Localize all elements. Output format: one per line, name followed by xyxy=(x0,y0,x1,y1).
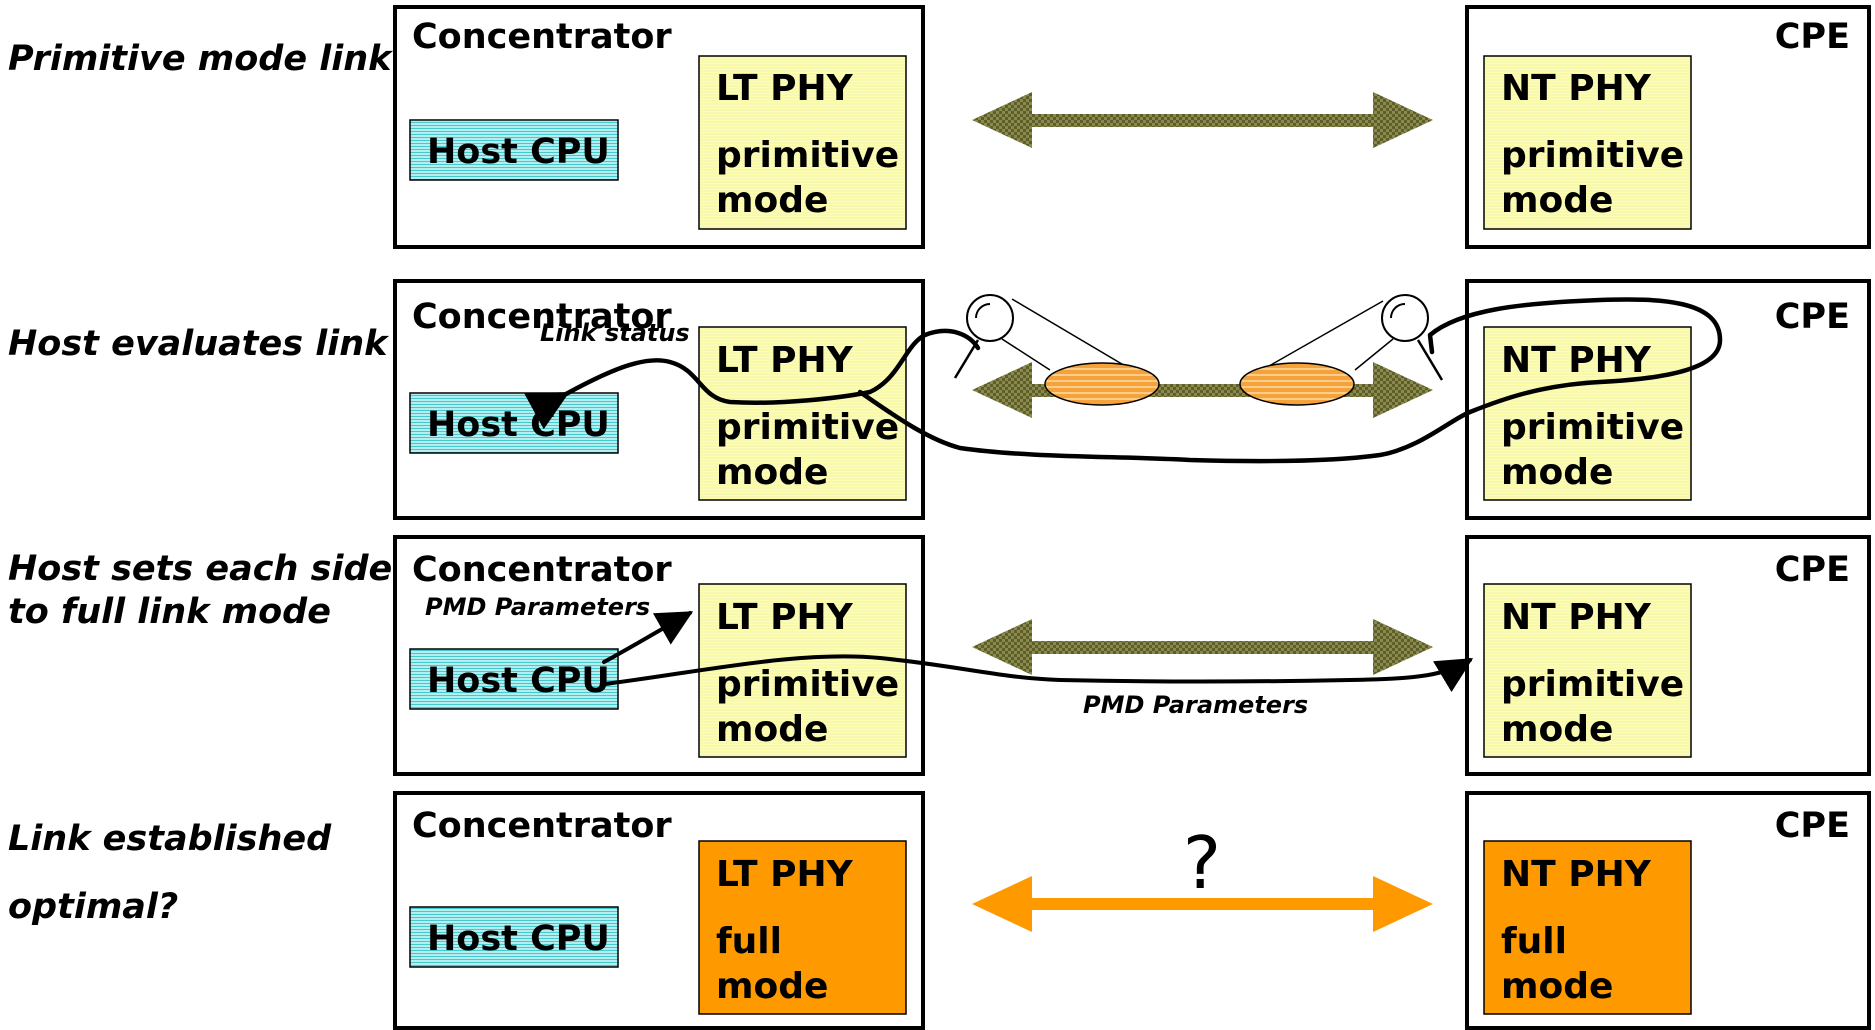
host-cpu-label: Host CPU xyxy=(427,405,610,445)
row-3-label-line-1: Host sets each side xyxy=(8,549,392,589)
nt-phy-mode-line-1: primitive xyxy=(1501,407,1684,448)
lt-phy-box xyxy=(698,326,907,501)
nt-phy-mode-line-2: mode xyxy=(1501,180,1613,221)
pmd-parameters-annotation-left: PMD Parameters xyxy=(425,593,650,621)
pmd-ellipse-right xyxy=(1239,362,1355,406)
lt-phy-mode-line-1: primitive xyxy=(716,407,899,448)
nt-phy-mode-line-2: mode xyxy=(1501,452,1613,493)
nt-phy-box xyxy=(1483,326,1692,501)
nt-phy-mode-line-1: full xyxy=(1501,921,1567,962)
pmd-ellipse-left xyxy=(1044,362,1160,406)
right-probe xyxy=(1261,294,1444,381)
nt-phy-box xyxy=(1483,840,1692,1015)
row-3-label-line-2: to full link mode xyxy=(8,592,331,632)
link-question-mark: ? xyxy=(1183,821,1221,905)
concentrator-title: Concentrator xyxy=(412,550,672,590)
lt-phy-mode-line-2: mode xyxy=(716,709,828,750)
row-1: Primitive mode link Concentrator Host CP… xyxy=(8,5,1871,249)
link-arrow xyxy=(972,92,1433,148)
nt-phy-box xyxy=(1483,55,1692,230)
cpe-title: CPE xyxy=(1775,550,1850,590)
link-arrow-orange xyxy=(972,876,1433,932)
host-cpu-box xyxy=(409,906,619,968)
lt-phy-box xyxy=(698,583,907,758)
lt-phy-mode-line-1: primitive xyxy=(716,664,899,705)
cpe-title: CPE xyxy=(1775,17,1850,57)
nt-phy-title: NT PHY xyxy=(1501,597,1652,638)
host-cpu-label: Host CPU xyxy=(427,661,610,701)
link-arrow xyxy=(972,362,1433,418)
nt-phy-title: NT PHY xyxy=(1501,340,1652,381)
lt-phy-title: LT PHY xyxy=(716,340,854,381)
cpe-title: CPE xyxy=(1775,297,1850,337)
concentrator-title: Concentrator xyxy=(412,806,672,846)
lt-phy-mode-line-2: mode xyxy=(716,966,828,1007)
lt-phy-mode-line-1: primitive xyxy=(716,135,899,176)
row-4-label-line-1: Link established xyxy=(8,819,332,859)
nt-phy-mode-line-1: primitive xyxy=(1501,664,1684,705)
lt-phy-mode-line-2: mode xyxy=(716,452,828,493)
lt-phy-title: LT PHY xyxy=(716,854,854,895)
link-status-annotation: Link status xyxy=(540,319,690,347)
row-4-label-line-2: optimal? xyxy=(8,887,178,927)
pmd-arrow-to-nt xyxy=(603,654,1474,693)
cpe-title: CPE xyxy=(1775,806,1850,846)
row-1-label: Primitive mode link xyxy=(8,39,394,79)
host-cpu-label: Host CPU xyxy=(427,919,610,959)
nt-phy-title: NT PHY xyxy=(1501,854,1652,895)
pmd-arrow-to-lt xyxy=(602,611,694,664)
lt-phy-box xyxy=(698,840,907,1015)
nt-phy-mode-line-2: mode xyxy=(1501,709,1613,750)
row-3: Host sets each side to full link mode Co… xyxy=(8,535,1871,776)
nt-phy-mode-line-1: primitive xyxy=(1501,135,1684,176)
row-2-label: Host evaluates link xyxy=(8,324,390,364)
concentrator-title: Concentrator xyxy=(412,297,672,337)
lt-phy-title: LT PHY xyxy=(716,68,854,109)
nt-phy-mode-line-2: mode xyxy=(1501,966,1613,1007)
lt-phy-mode-line-1: full xyxy=(716,921,782,962)
concentrator-title: Concentrator xyxy=(412,17,672,57)
lt-phy-mode-line-2: mode xyxy=(716,180,828,221)
nt-phy-title: NT PHY xyxy=(1501,68,1652,109)
nt-phy-box xyxy=(1483,583,1692,758)
host-cpu-box xyxy=(409,119,619,181)
host-cpu-label: Host CPU xyxy=(427,132,610,172)
lt-phy-title: LT PHY xyxy=(716,597,854,638)
left-probe xyxy=(953,294,1133,379)
pmd-parameters-annotation-mid: PMD Parameters xyxy=(1083,691,1308,719)
host-cpu-box xyxy=(409,648,619,710)
row-4: Link established optimal? Concentrator H… xyxy=(8,791,1871,1030)
lt-phy-box xyxy=(698,55,907,230)
link-status-path xyxy=(566,297,1723,464)
row-2: Host evaluates link Concentrator Host CP… xyxy=(8,279,1871,520)
link-arrow xyxy=(972,619,1433,675)
